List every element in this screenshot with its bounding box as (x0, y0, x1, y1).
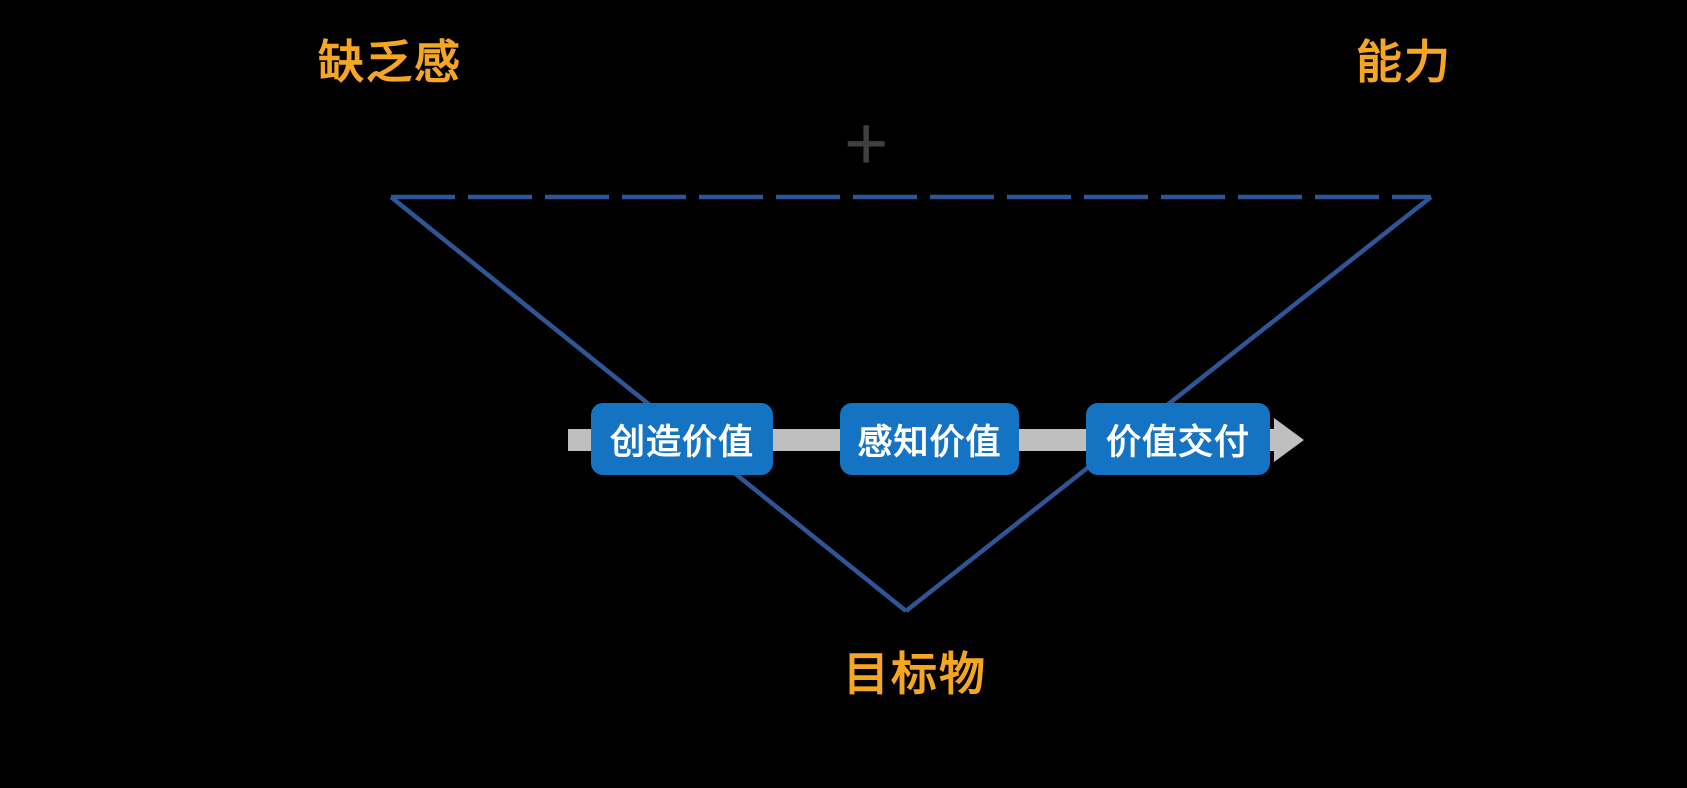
label-lack-of-feeling: 缺乏感 (318, 36, 462, 88)
step-box-value-delivery-label: 价值交付 (1105, 422, 1250, 462)
step-box-perceive-value-label: 感知价值 (857, 422, 1002, 462)
flow-arrow-head-icon (1274, 418, 1304, 462)
label-target-object: 目标物 (843, 648, 987, 700)
step-box-perceive-value: 感知价值 (840, 403, 1019, 475)
label-ability: 能力 (1356, 36, 1452, 88)
plus-icon: + (844, 101, 889, 186)
step-box-create-value: 创造价值 (591, 403, 773, 475)
step-box-value-delivery: 价值交付 (1086, 403, 1270, 475)
step-box-create-value-label: 创造价值 (609, 422, 754, 462)
